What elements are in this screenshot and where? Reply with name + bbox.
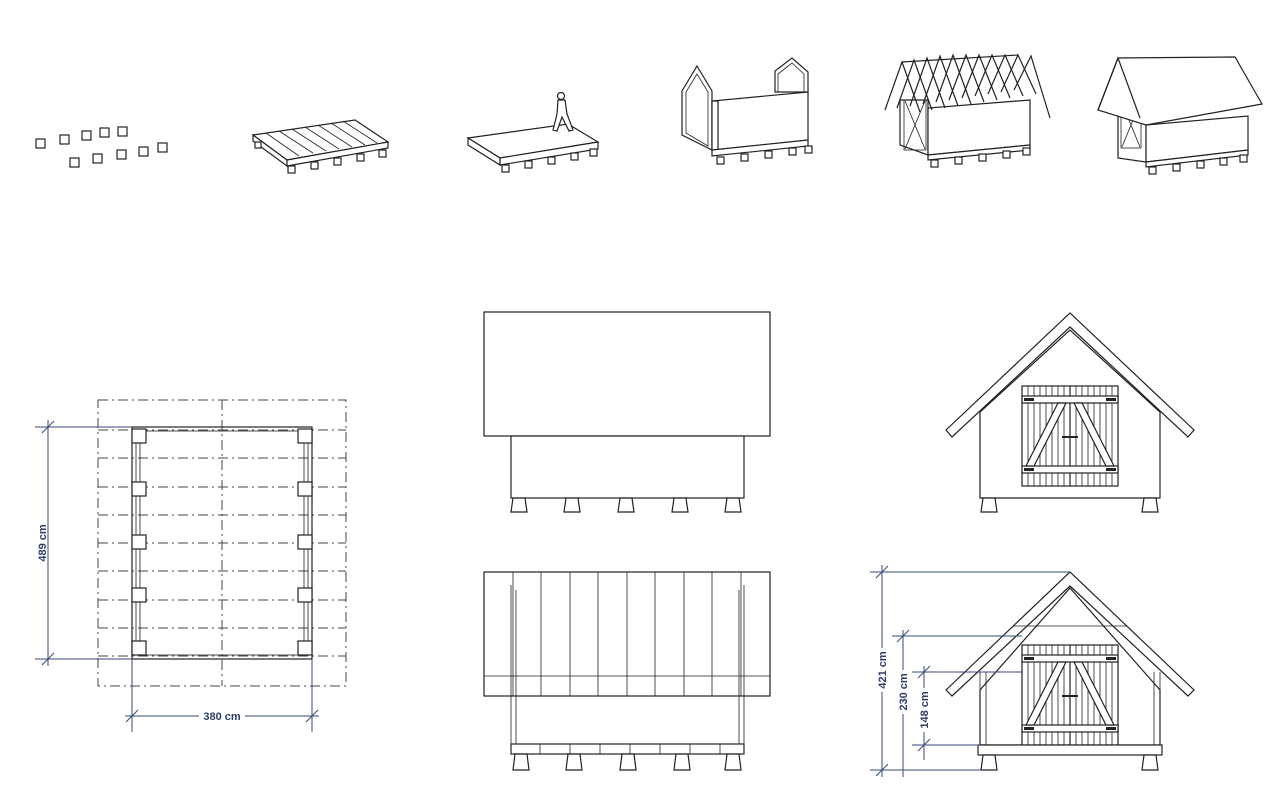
step-1-foundation-blocks [35,126,168,168]
front-elevation [945,312,1195,513]
front-section: 421 cm 230 cm 148 cm [870,565,1195,777]
dimension-length [35,420,132,666]
double-door-section [1021,644,1119,746]
foundation-posts [131,428,313,656]
dimension-length-label: 489 cm [37,524,49,562]
person-figure [552,91,574,132]
dimension-door-height-label: 148 cm [919,691,931,729]
double-door [1021,385,1119,487]
floor-plan: 489 cm 380 cm [35,399,347,732]
dim-421-bg [875,648,889,692]
dimension-width-label: 380 cm [203,711,241,723]
side-elevation [483,311,771,513]
dim-230-bg [896,670,910,714]
dimension-width-label-bg [199,708,245,722]
dim-148-bg [917,688,931,732]
step-4-walls-gables [681,57,813,165]
step-3-floor-deck [466,91,600,173]
step-6-roof-cover [1097,56,1263,175]
dimension-total-height-label: 421 cm [877,651,889,689]
step-2-floor-frame [251,119,390,174]
side-section [483,571,771,771]
dimension-wall-height-label: 230 cm [898,673,910,711]
step-5-roof-rafters [884,53,1051,168]
